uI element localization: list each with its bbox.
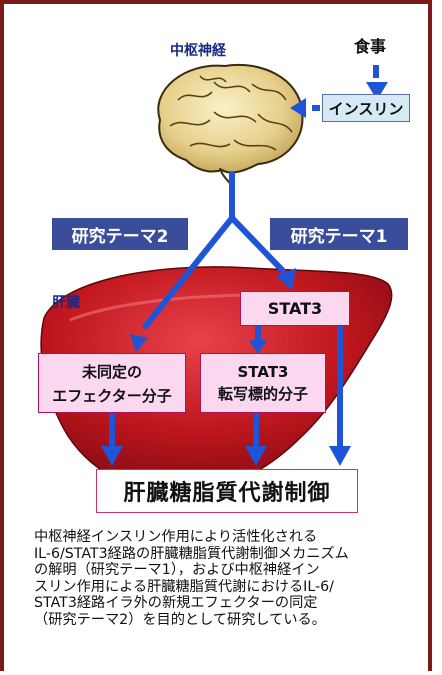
research-theme-1-box: 研究テーマ1 [270,218,408,250]
stat3-box: STAT3 [240,291,350,326]
arrow-head-result-mid [245,446,267,466]
arrow-head-unknown [130,334,148,352]
unknown-effector-line1: 未同定の [81,363,142,381]
stat3-target-line1: STAT3 [237,363,289,381]
description-line: （研究テーマ2）を目的として研究している。 [34,611,326,628]
arrow-head-result-right [329,446,351,466]
insulin-box: インスリン [322,94,410,122]
brain-illustration [157,63,304,187]
unknown-effector-line2: エフェクター分子 [52,387,172,405]
arrow-head-stat3-effector [249,340,267,354]
glucolipid-metabolism-box: 肝臓糖脂質代謝制御 [96,469,358,513]
arrow-heads [101,82,388,466]
arrow-head-food [366,82,388,100]
description-line: STAT3経路イラ外の新規エフェクターの同定 [34,595,318,611]
pathway-lines [109,65,379,446]
liver-label: 肝臓 [52,295,80,311]
unknown-effector-box: 未同定の エフェクター分子 [38,353,186,413]
brain-label: 中枢神経 [170,43,226,59]
description-line: 中枢神経インスリン作用により活性化される [34,529,318,545]
description-line: の解明（研究テーマ1），および中枢神経イン [34,562,320,578]
description-text: 中枢神経インスリン作用により活性化される IL-6/STAT3経路の肝臓糖脂質代… [34,529,412,628]
arrow-head-stat3 [276,268,296,290]
stat3-target-line2: 転写標的分子 [217,385,308,403]
figure-frame [0,0,432,671]
arrow-head-result-left [101,446,123,466]
description-line: スリン作用による肝臓糖脂質代謝におけるIL-6/ [34,578,334,595]
research-theme-2-box: 研究テーマ2 [52,218,188,250]
food-label: 食事 [354,37,387,56]
arrow-head-insulin [290,98,306,118]
stat3-target-box: STAT3 転写標的分子 [200,353,326,413]
description-line: IL-6/STAT3経路の肝臓糖脂質代謝制御メカニズム [34,545,349,562]
